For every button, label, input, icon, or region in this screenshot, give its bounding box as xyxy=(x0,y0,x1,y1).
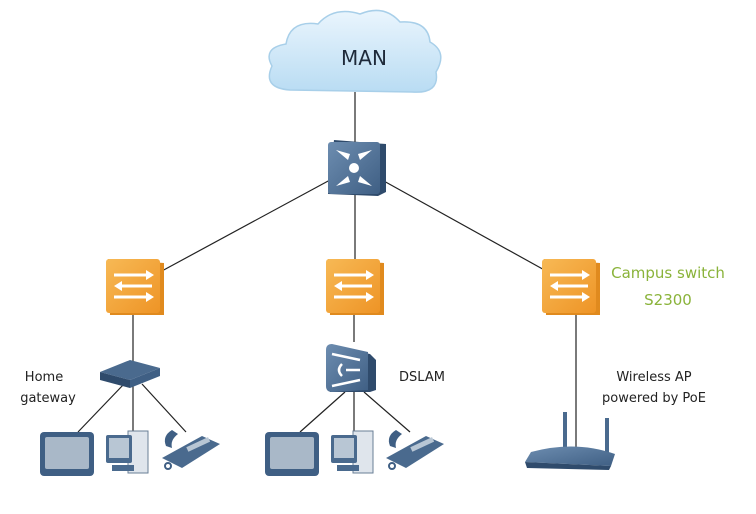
tv-middle xyxy=(265,432,319,476)
home-gateway-label-line1: Home xyxy=(25,370,63,385)
wireless-ap-label-line2: powered by PoE xyxy=(602,391,706,406)
link-gateway-phone xyxy=(141,383,187,433)
home-gateway[interactable] xyxy=(100,360,160,388)
converge-arrows-icon xyxy=(336,150,372,186)
campus-switch-label-line2: S2300 xyxy=(644,291,692,309)
link-dslam-phone xyxy=(363,391,411,433)
access-switch-left[interactable] xyxy=(104,257,166,317)
dslam-device[interactable] xyxy=(326,344,376,392)
dslam-label: DSLAM xyxy=(399,370,445,385)
pc-middle xyxy=(330,430,374,474)
wireless-ap[interactable] xyxy=(525,412,615,470)
phone-middle xyxy=(385,429,445,470)
pc-left xyxy=(105,430,149,474)
links xyxy=(77,92,577,448)
core-switch[interactable] xyxy=(328,140,386,196)
phone-left xyxy=(161,429,221,470)
campus-switch-label-line1: Campus switch xyxy=(611,264,725,282)
man-cloud: MAN xyxy=(268,9,442,93)
link-core-left xyxy=(159,179,331,273)
link-gateway-tv xyxy=(77,383,125,433)
home-gateway-label-line2: gateway xyxy=(20,391,76,406)
dslam-arrows-icon xyxy=(331,352,361,388)
access-switch-middle[interactable] xyxy=(324,257,386,317)
tv-left xyxy=(40,432,94,476)
campus-switch-s2300[interactable] xyxy=(540,257,602,317)
link-dslam-tv xyxy=(299,391,346,433)
link-core-right xyxy=(381,179,549,273)
wireless-ap-label-line1: Wireless AP xyxy=(616,370,691,385)
man-label: MAN xyxy=(341,46,387,70)
